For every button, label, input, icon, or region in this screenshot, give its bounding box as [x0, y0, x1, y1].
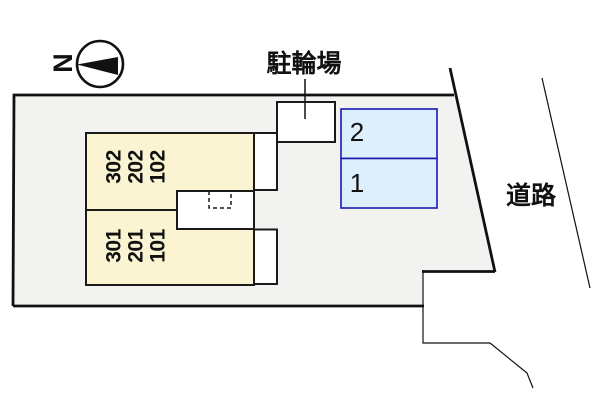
north-compass-icon: N: [48, 39, 125, 89]
side-bay-lower: [253, 228, 278, 285]
road-edge-line: [541, 77, 591, 289]
entrance-dashed-box: [208, 191, 232, 209]
curb-line: [422, 270, 534, 389]
property-boundary-diagonal: [448, 67, 497, 273]
bicycle-parking-box: [276, 101, 336, 143]
unit-label-101: 101: [147, 228, 170, 262]
entrance-bay: [176, 190, 255, 230]
unit-label-202: 202: [125, 150, 148, 184]
unit-label-201: 201: [125, 228, 148, 262]
compass-north-label: N: [48, 53, 78, 73]
parking-space-1: [340, 157, 438, 209]
side-bay-upper: [253, 132, 278, 191]
parking-space-2-number: 2: [350, 117, 364, 147]
parking-space-2: [340, 108, 438, 160]
unit-label-302: 302: [103, 150, 126, 184]
bicycle-parking-label: 駐輪場: [266, 49, 341, 78]
property-boundary-left-top: [11, 93, 454, 307]
compass-arrow: [77, 57, 118, 75]
unit-label-102: 102: [147, 150, 170, 184]
road-label: 道路: [506, 181, 557, 210]
unit-label-301: 301: [103, 228, 126, 262]
parking-space-1-number: 1: [350, 168, 364, 198]
